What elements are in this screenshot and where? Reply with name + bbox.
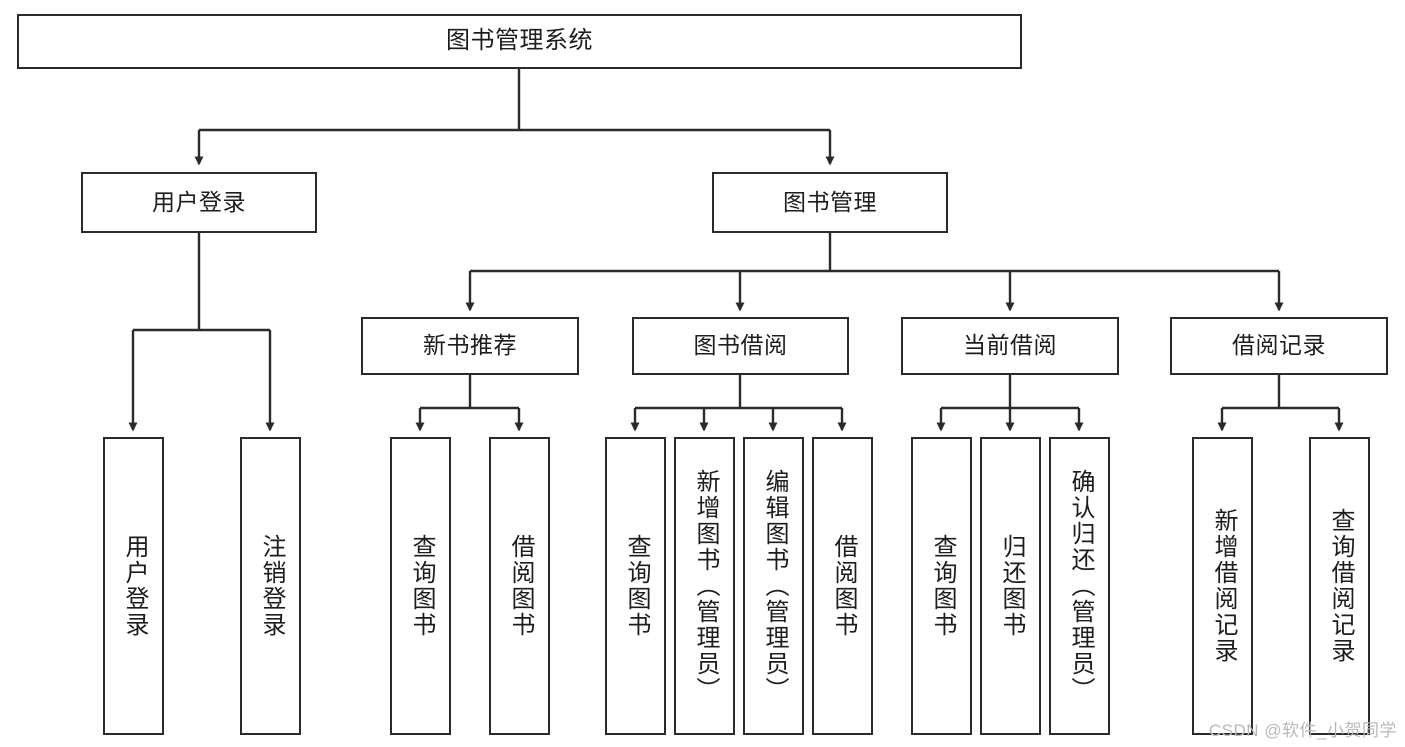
node-book-manage[interactable]: 图书管理 [712, 172, 948, 233]
node-borrow-record[interactable]: 借阅记录 [1170, 317, 1388, 375]
node-root[interactable]: 图书管理系统 [17, 14, 1022, 69]
node-new-book-rec-label: 新书推荐 [423, 332, 517, 359]
node-leaf-add-book[interactable]: 新增图书（管理员） [674, 437, 735, 735]
node-current-borrow-label: 当前借阅 [963, 332, 1057, 359]
node-leaf-query-record-label: 查询借阅记录 [1326, 508, 1354, 664]
node-leaf-borrow-book-1[interactable]: 借阅图书 [489, 437, 550, 735]
node-book-borrow[interactable]: 图书借阅 [632, 317, 849, 375]
node-leaf-edit-book-label: 编辑图书（管理员） [760, 469, 788, 703]
node-leaf-borrow-book-2[interactable]: 借阅图书 [812, 437, 873, 735]
node-user-login[interactable]: 用户登录 [81, 172, 317, 233]
node-leaf-confirm-return-label: 确认归还（管理员） [1066, 469, 1094, 703]
node-new-book-rec[interactable]: 新书推荐 [361, 317, 579, 375]
node-leaf-query-book-2-label: 查询图书 [622, 534, 650, 638]
node-leaf-edit-book[interactable]: 编辑图书（管理员） [743, 437, 804, 735]
node-leaf-add-book-label: 新增图书（管理员） [691, 469, 719, 703]
node-leaf-user-login[interactable]: 用户登录 [103, 437, 164, 735]
node-leaf-query-book-3-label: 查询图书 [928, 534, 956, 638]
node-leaf-user-logout-label: 注销登录 [257, 534, 285, 638]
node-leaf-user-logout[interactable]: 注销登录 [240, 437, 301, 735]
node-leaf-borrow-book-2-label: 借阅图书 [829, 534, 857, 638]
node-leaf-return-book[interactable]: 归还图书 [980, 437, 1041, 735]
node-leaf-query-book-1-label: 查询图书 [407, 534, 435, 638]
node-book-borrow-label: 图书借阅 [693, 332, 788, 359]
node-leaf-borrow-book-1-label: 借阅图书 [506, 534, 534, 638]
node-leaf-add-record-label: 新增借阅记录 [1209, 508, 1237, 664]
node-current-borrow[interactable]: 当前借阅 [901, 317, 1119, 375]
node-leaf-query-book-3[interactable]: 查询图书 [911, 437, 972, 735]
node-leaf-user-login-label: 用户登录 [120, 534, 148, 638]
node-leaf-confirm-return[interactable]: 确认归还（管理员） [1049, 437, 1110, 735]
node-leaf-query-book-1[interactable]: 查询图书 [390, 437, 451, 735]
node-book-manage-label: 图书管理 [783, 188, 877, 215]
node-leaf-query-book-2[interactable]: 查询图书 [605, 437, 666, 735]
node-leaf-return-book-label: 归还图书 [997, 534, 1025, 638]
node-leaf-query-record[interactable]: 查询借阅记录 [1309, 437, 1370, 735]
node-leaf-add-record[interactable]: 新增借阅记录 [1192, 437, 1253, 735]
node-borrow-record-label: 借阅记录 [1232, 332, 1326, 359]
node-user-login-label: 用户登录 [152, 188, 246, 215]
node-root-label: 图书管理系统 [446, 27, 593, 55]
csdn-watermark: CSDN @软件_小贺同学 [1208, 721, 1397, 740]
